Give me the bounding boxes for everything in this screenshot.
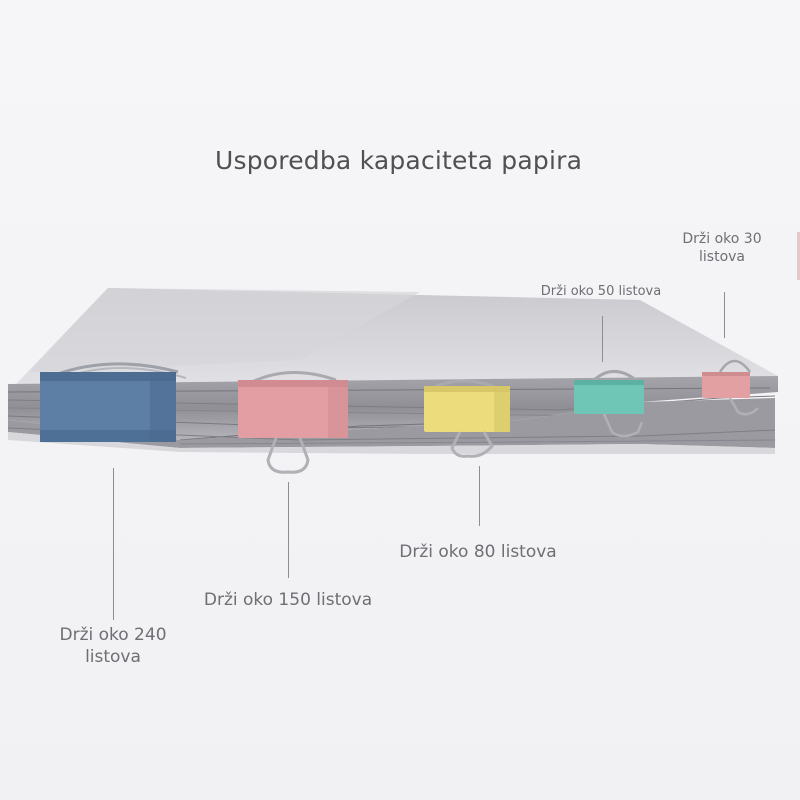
clip-30-rose — [702, 359, 759, 416]
pointer-line-150 — [288, 482, 289, 578]
pointer-line-80 — [479, 466, 480, 526]
pointer-line-30 — [724, 292, 725, 338]
label-clip-240: Drži oko 240 listova — [59, 625, 167, 668]
pointer-line-50 — [602, 316, 603, 362]
page-title: Usporedba kapaciteta papira — [215, 146, 583, 175]
label-clip-80: Drži oko 80 listova — [399, 542, 557, 562]
label-clip-30: Drži oko 30 listova — [682, 231, 762, 266]
label-clip-150: Drži oko 150 listova — [203, 590, 373, 610]
pointer-line-240 — [113, 468, 114, 620]
clip-150-pink — [238, 371, 348, 474]
edge-mark — [797, 232, 800, 280]
clip-50-teal — [574, 370, 644, 438]
label-clip-50: Drži oko 50 listova — [540, 284, 662, 299]
clip-80-yellow — [424, 379, 510, 458]
clip-240-blue — [40, 362, 187, 442]
